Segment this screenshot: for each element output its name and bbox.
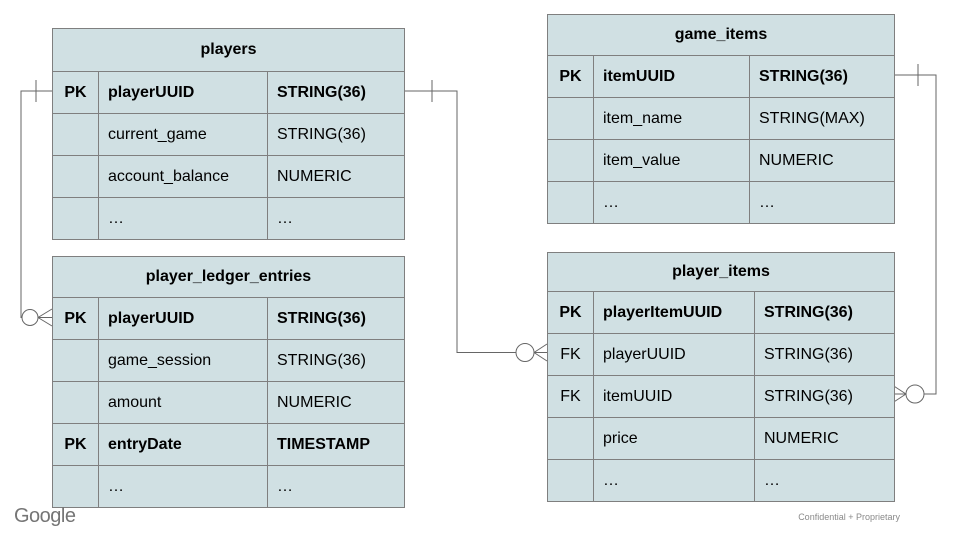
relationship-players-ledger [20, 80, 53, 327]
cell-key [548, 418, 594, 459]
table-row: …… [53, 465, 404, 507]
cell-key: PK [53, 72, 99, 113]
cell-type: NUMERIC [764, 429, 839, 447]
table-row: game_session STRING(36) [53, 339, 404, 381]
connector-line [403, 90, 516, 353]
cell-type: STRING(36) [764, 303, 853, 321]
cell-key: PK [53, 424, 99, 465]
cell-type: NUMERIC [277, 167, 352, 185]
cell-name: amount [99, 382, 268, 423]
cell-name: item_name [594, 98, 750, 139]
connector-line [20, 90, 52, 318]
table-row: current_game STRING(36) [53, 113, 404, 155]
cell-type: STRING(36) [759, 67, 848, 85]
cell-type: STRING(36) [764, 387, 853, 405]
table-title: game_items [674, 26, 768, 43]
cell-key: PK [548, 292, 594, 333]
table-row: …… [548, 181, 894, 223]
cardinality-many-crowfoot [892, 385, 907, 403]
cell-key [53, 114, 99, 155]
cardinality-zero-circle [905, 384, 925, 404]
cell-key [548, 460, 594, 501]
table-row: amount NUMERIC [53, 381, 404, 423]
table-row: item_value NUMERIC [548, 139, 894, 181]
cell-key [53, 156, 99, 197]
cell-name: playerUUID [99, 298, 268, 339]
cell-type: NUMERIC [759, 151, 834, 169]
cell-name: itemUUID [594, 56, 750, 97]
cell-name: game_session [99, 340, 268, 381]
cell-key: PK [548, 56, 594, 97]
google-logo: Google [14, 505, 76, 527]
table-row: item_name STRING(MAX) [548, 97, 894, 139]
cardinality-many-crowfoot [533, 343, 548, 362]
cell-name: entryDate [99, 424, 268, 465]
cell-name: playerUUID [99, 72, 268, 113]
table-title: player_items [672, 263, 770, 280]
table-title: players [200, 41, 257, 58]
cell-key: FK [548, 376, 594, 417]
cell-type: … [277, 477, 293, 495]
cell-name: … [594, 460, 755, 501]
relationship-gameitems-playeritems [892, 64, 937, 404]
cardinality-zero-circle [515, 343, 535, 362]
confidential-note: Confidential + Proprietary [798, 512, 900, 522]
cardinality-many-crowfoot [37, 308, 53, 327]
cell-type: STRING(MAX) [759, 109, 865, 127]
cell-key [548, 98, 594, 139]
cell-name: account_balance [99, 156, 268, 197]
cell-key [548, 140, 594, 181]
cell-name: … [99, 466, 268, 507]
cell-key [548, 182, 594, 223]
cell-type: … [759, 193, 775, 211]
cell-type: STRING(36) [764, 345, 853, 363]
cell-name: … [99, 198, 268, 239]
cell-name: current_game [99, 114, 268, 155]
cell-name: price [594, 418, 755, 459]
table-row: price NUMERIC [548, 417, 894, 459]
cell-name: … [594, 182, 750, 223]
cell-key [53, 466, 99, 507]
cell-name: item_value [594, 140, 750, 181]
cell-type: … [277, 209, 293, 227]
cell-key [53, 198, 99, 239]
relationship-players-items [403, 80, 548, 362]
cell-type: NUMERIC [277, 393, 352, 411]
cell-type: TIMESTAMP [277, 435, 371, 453]
cell-key [53, 382, 99, 423]
cell-name: playerUUID [594, 334, 755, 375]
cell-name: itemUUID [594, 376, 755, 417]
table-title: player_ledger_entries [145, 268, 312, 285]
table-row: …… [53, 197, 404, 239]
cell-type: … [764, 471, 780, 489]
cell-type: STRING(36) [277, 83, 366, 101]
table-row: account_balance NUMERIC [53, 155, 404, 197]
cell-key: PK [53, 298, 99, 339]
table-row: …… [548, 459, 894, 501]
cell-type: STRING(36) [277, 309, 366, 327]
cardinality-zero-circle [21, 309, 39, 326]
cell-key [53, 340, 99, 381]
cell-key: FK [548, 334, 594, 375]
cell-type: STRING(36) [277, 125, 366, 143]
cell-name: playerItemUUID [594, 292, 755, 333]
connector-line [893, 74, 937, 395]
cell-type: STRING(36) [277, 351, 366, 369]
